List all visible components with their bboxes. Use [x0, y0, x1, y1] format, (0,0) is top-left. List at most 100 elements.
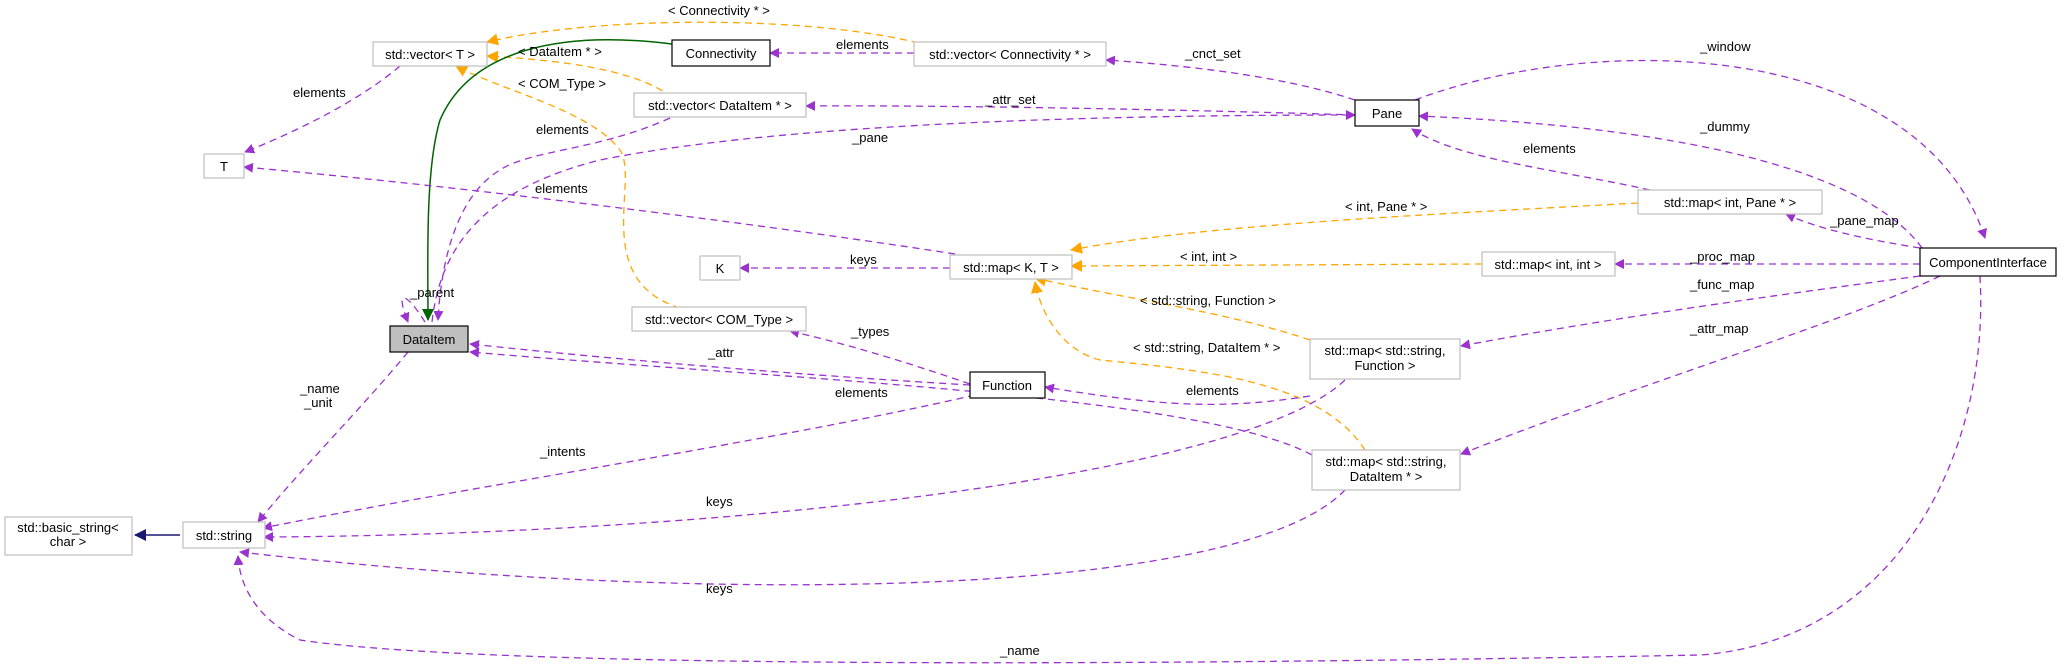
- edge-function-elements: [1044, 383, 1311, 405]
- label-pane-map: _pane_map: [1829, 213, 1899, 228]
- node-map-int-int[interactable]: std::map< int, int >: [1481, 251, 1616, 277]
- edge-vecT-elements: [244, 65, 401, 154]
- label-com-type-template: < COM_Type >: [518, 76, 606, 91]
- label-pane: _pane: [851, 130, 888, 145]
- label-proc-map: _proc_map: [1689, 249, 1755, 264]
- label-vecT-elements: elements: [293, 85, 346, 100]
- node-component-interface[interactable]: ComponentInterface: [1919, 247, 2057, 277]
- node-T-label: T: [220, 159, 228, 174]
- edge-connectivity-derived: [421, 39, 673, 321]
- node-vector-connectivity[interactable]: std::vector< Connectivity * >: [913, 41, 1107, 67]
- edge-string-function-template: [1034, 274, 1311, 341]
- edge-window: [1414, 59, 1987, 239]
- label-name-bottom: _name: [999, 643, 1040, 658]
- node-map-string-dataitem[interactable]: std::map< std::string, DataItem * >: [1311, 449, 1461, 491]
- node-string-label: std::string: [196, 528, 252, 543]
- edge-pane-map: [1785, 213, 1921, 249]
- label-mapintpane-elements: elements: [1523, 141, 1576, 156]
- node-function[interactable]: Function: [969, 371, 1046, 399]
- edge-intents: [262, 394, 976, 532]
- node-map-int-pane[interactable]: std::map< int, Pane * >: [1637, 189, 1823, 215]
- node-basic-string-label-2: char >: [50, 534, 87, 549]
- edge-attr-set: [805, 100, 1356, 116]
- label-vecdi-elements: elements: [536, 122, 589, 137]
- edge-types: [789, 328, 971, 385]
- edge-int-int-template: [1070, 259, 1483, 272]
- edge-keys-low: [239, 489, 1346, 586]
- label-int-pane-template: < int, Pane * >: [1345, 199, 1427, 214]
- node-map-string-dataitem-label-1: std::map< std::string,: [1325, 454, 1446, 469]
- edge-string-dataitem-template: [1031, 281, 1366, 451]
- node-K[interactable]: K: [699, 255, 741, 281]
- node-dataitem-label: DataItem: [403, 332, 456, 347]
- label-string-function-template: < std::string, Function >: [1140, 293, 1276, 308]
- edge-mapKT-elements: [243, 162, 956, 255]
- node-function-label: Function: [982, 378, 1032, 393]
- label-attr: _attr: [707, 345, 735, 360]
- label-int-int-template: < int, int >: [1180, 249, 1237, 264]
- edge-attr: [469, 339, 971, 386]
- label-keys-low: keys: [706, 581, 733, 596]
- node-map-K-T-label: std::map< K, T >: [963, 260, 1059, 275]
- label-mapKT-elements: elements: [535, 181, 588, 196]
- node-string[interactable]: std::string: [182, 521, 266, 549]
- node-map-string-function[interactable]: std::map< std::string, Function >: [1309, 338, 1461, 380]
- node-dataitem[interactable]: DataItem: [389, 325, 469, 353]
- label-name-unit-1: _name: [299, 381, 340, 396]
- edge-parent: [399, 297, 426, 323]
- label-types: _types: [850, 324, 890, 339]
- label-string-dataitem-template: < std::string, DataItem * >: [1133, 340, 1280, 355]
- edge-name-bottom: [233, 275, 1982, 664]
- node-T[interactable]: T: [203, 153, 245, 179]
- node-vector-connectivity-label: std::vector< Connectivity * >: [929, 47, 1091, 62]
- label-parent: _parent: [409, 285, 454, 300]
- nodes: std::vector< T > Connectivity std::vecto…: [4, 39, 2057, 556]
- label-veccnct-elements: elements: [836, 37, 889, 52]
- label-intents: _intents: [539, 444, 586, 459]
- label-connectivity-template: < Connectivity * >: [668, 3, 770, 18]
- label-dataitem-template: < DataItem * >: [518, 44, 602, 59]
- label-attr-map: _attr_map: [1689, 321, 1749, 336]
- node-basic-string[interactable]: std::basic_string< char >: [4, 516, 133, 556]
- edges: [134, 21, 1987, 664]
- node-pane[interactable]: Pane: [1354, 99, 1420, 127]
- node-vector-com-type[interactable]: std::vector< COM_Type >: [631, 306, 807, 332]
- label-name-unit-2: _unit: [303, 395, 333, 410]
- label-dataitem-elements: elements: [835, 385, 888, 400]
- edge-name-unit: [257, 351, 409, 523]
- edge-attr-map: [1460, 275, 1941, 456]
- node-pane-label: Pane: [1372, 106, 1402, 121]
- label-func-map: _func_map: [1689, 277, 1754, 292]
- node-map-string-dataitem-label-2: DataItem * >: [1350, 469, 1423, 484]
- node-connectivity[interactable]: Connectivity: [671, 39, 771, 67]
- label-keys-K: keys: [850, 252, 877, 267]
- node-vector-T[interactable]: std::vector< T >: [372, 41, 488, 67]
- node-map-string-function-label-2: Function >: [1354, 358, 1415, 373]
- edge-int-pane-template: [1070, 202, 1639, 254]
- node-basic-string-label-1: std::basic_string<: [17, 520, 119, 535]
- edge-labels: < Connectivity * > < DataItem * > < COM_…: [293, 3, 1899, 658]
- edge-com-type-template: [455, 65, 681, 309]
- edge-keys-mid: [263, 379, 1346, 542]
- node-map-K-T[interactable]: std::map< K, T >: [949, 254, 1073, 280]
- edge-connectivity-template: [486, 21, 931, 47]
- node-map-int-pane-label: std::map< int, Pane * >: [1664, 195, 1796, 210]
- label-keys-mid: keys: [706, 494, 733, 509]
- edge-dummy: [1418, 111, 1923, 249]
- node-vector-T-label: std::vector< T >: [385, 47, 475, 62]
- edge-pane: [431, 110, 1356, 323]
- node-connectivity-label: Connectivity: [686, 46, 757, 61]
- label-window: _window: [1699, 39, 1751, 54]
- label-cnct-set: _cnct_set: [1184, 46, 1241, 61]
- edge-vecdi-elements: [433, 117, 671, 321]
- node-K-label: K: [716, 261, 725, 276]
- label-dummy: _dummy: [1699, 119, 1750, 134]
- edge-mapintpane-elements: [1411, 128, 1651, 191]
- edge-cnct-set: [1105, 55, 1356, 101]
- label-function-elements: elements: [1186, 383, 1239, 398]
- node-vector-dataitem[interactable]: std::vector< DataItem * >: [633, 92, 807, 118]
- node-vector-dataitem-label: std::vector< DataItem * >: [648, 98, 792, 113]
- node-component-interface-label: ComponentInterface: [1929, 255, 2047, 270]
- node-map-string-function-label-1: std::map< std::string,: [1324, 343, 1445, 358]
